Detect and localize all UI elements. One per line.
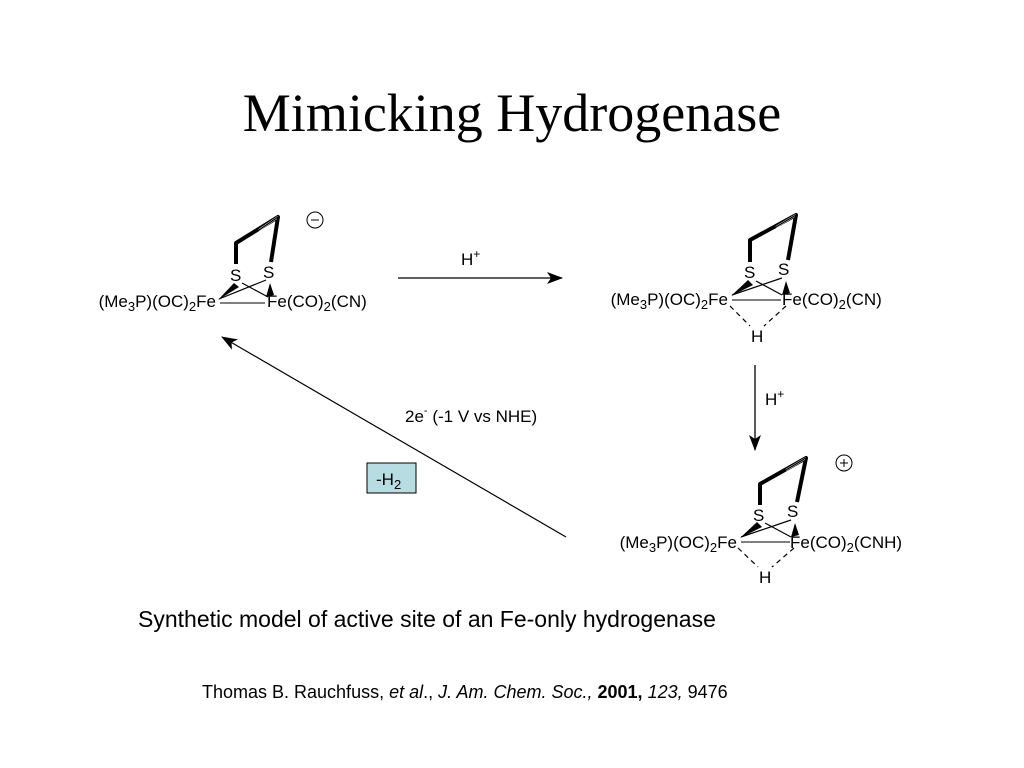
bridging-hydride-label: H — [751, 327, 763, 346]
sulfur-atom-label: S — [787, 502, 798, 521]
complex-3-left-group: (Me3P)(OC)2Fe — [620, 533, 737, 555]
citation-volume: 123, — [647, 682, 683, 702]
citation-journal: J. Am. Chem. Soc., — [438, 682, 593, 702]
slide-caption: Synthetic model of active site of an Fe-… — [138, 606, 716, 632]
citation-year: 2001, — [597, 682, 643, 702]
citation-page: 9476 — [687, 682, 728, 702]
complex-1-right-group: Fe(CO)2(CN) — [267, 292, 367, 314]
byproduct-box — [366, 462, 417, 494]
complex-1-left-group: (Me3P)(OC)2Fe — [99, 292, 216, 314]
citation-etal: et al — [389, 682, 424, 702]
complex-2: S S (Me3P)(OC)2Fe Fe(CO)2(CN) H — [611, 213, 882, 346]
citation-authors: Thomas B. Rauchfuss, — [202, 682, 390, 702]
citation: Thomas B. Rauchfuss, et al., J. Am. Chem… — [202, 682, 728, 703]
sulfur-atom-label: S — [753, 506, 764, 525]
citation-separator: ., — [423, 682, 439, 702]
complex-3: S S (Me3P)(OC)2Fe Fe(CO)2(CNH) H — [620, 454, 902, 587]
step-2-label: H+ — [765, 387, 784, 409]
sulfur-atom-label: S — [778, 260, 789, 279]
negative-charge-icon — [306, 211, 324, 229]
slide-title: Mimicking Hydrogenase — [242, 83, 782, 143]
arrow-step-3 — [221, 336, 567, 538]
bridging-hydride-label: H — [759, 568, 771, 587]
complex-2-left-group: (Me3P)(OC)2Fe — [611, 290, 728, 312]
sulfur-atom-label: S — [263, 263, 274, 282]
complex-3-right-group: Fe(CO)2(CNH) — [790, 533, 902, 555]
sulfur-atom-label: S — [744, 263, 755, 282]
sulfur-atom-label: S — [230, 266, 241, 285]
step-1-label: H+ — [461, 247, 480, 269]
step-3-label: 2e- (-1 V vs NHE) — [405, 405, 537, 426]
positive-charge-icon — [835, 454, 853, 472]
complex-2-right-group: Fe(CO)2(CN) — [782, 290, 882, 312]
complex-1: S S (Me3P)(OC)2Fe Fe(CO)2(CN) — [99, 211, 367, 314]
